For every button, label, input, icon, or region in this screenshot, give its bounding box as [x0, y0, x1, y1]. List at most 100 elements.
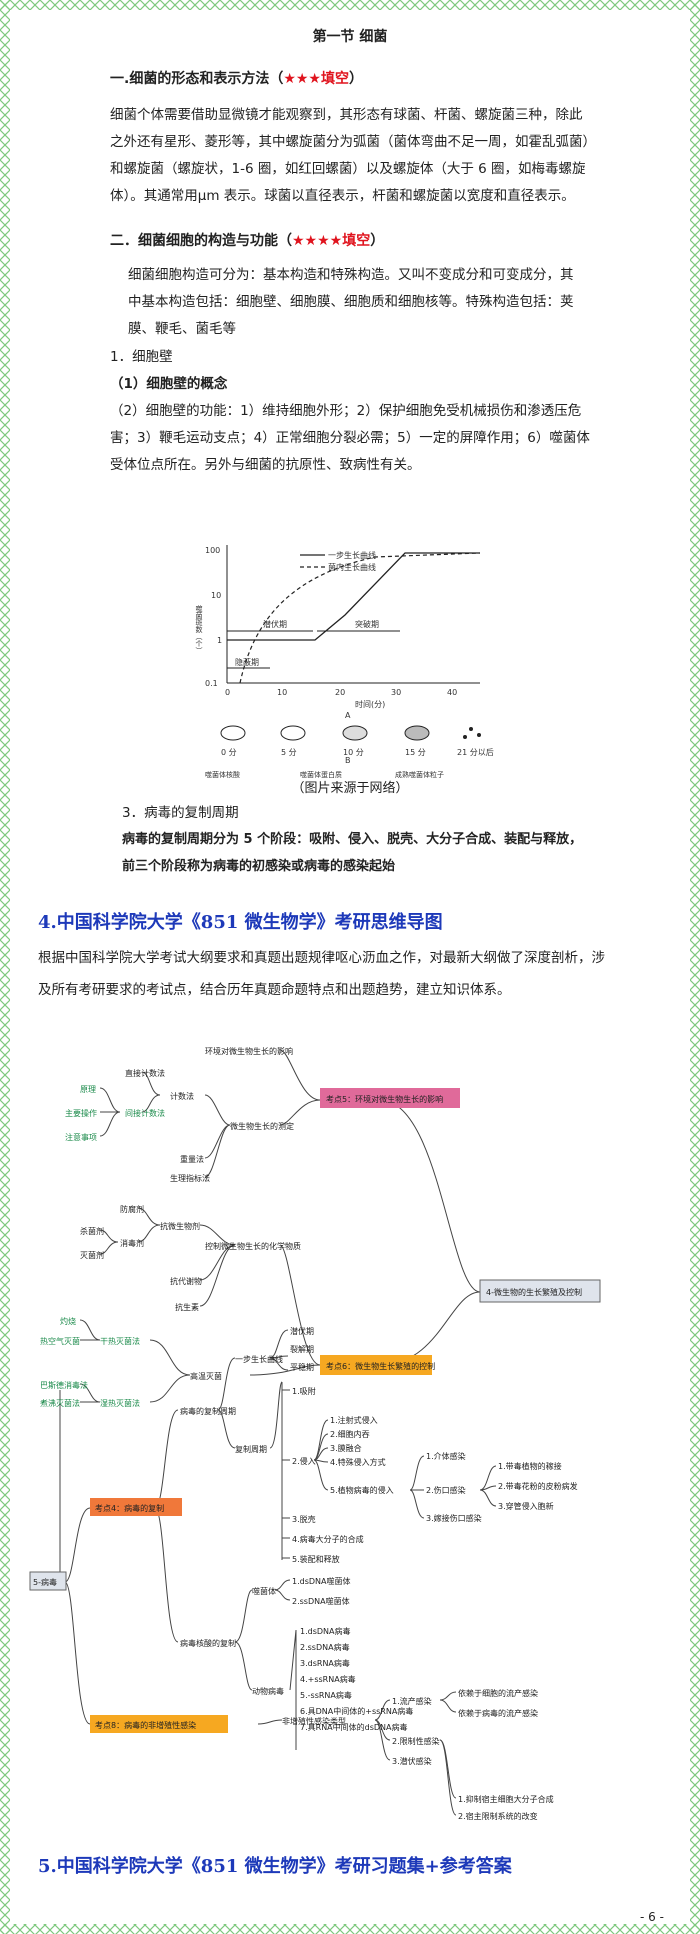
- phage-dot-icon: [463, 735, 467, 739]
- mm-connector: [137, 1207, 161, 1226]
- replication-line-1: 病毒的复制周期分为 5 个阶段：吸附、侵入、脱壳、大分子合成、装配与释放，: [122, 832, 583, 847]
- mm-connector: [269, 1329, 289, 1359]
- heading-text: 二．细菌细胞的构造与功能（: [110, 233, 292, 249]
- mm-node: 潜伏期: [290, 1326, 314, 1336]
- mm-connector: [141, 1071, 161, 1096]
- mm-connector: [479, 1485, 497, 1491]
- x-tick: 0: [225, 688, 230, 697]
- mm-connector: [313, 1419, 329, 1461]
- heading-close: ）: [370, 233, 385, 249]
- heading-exercises: 5.中国科学院大学《851 微生物学》考研习题集+参考答案: [38, 1856, 512, 1877]
- mm-connector: [374, 1719, 391, 1761]
- mm-node: 2.细胞内吞: [330, 1429, 370, 1439]
- paragraph-line: 根据中国科学院大学考试大纲要求和真题出题规律呕心沥血之作，对最新大纲做了深度剖析…: [38, 950, 605, 966]
- mm-kp6-box: [320, 1355, 432, 1375]
- mm-node: 2.ssDNA病毒: [300, 1642, 350, 1652]
- page-number: - 6 -: [640, 1910, 664, 1924]
- mm-kp5-box: [320, 1088, 460, 1108]
- mm-connector: [439, 1699, 457, 1713]
- intro-paragraph: 根据中国科学院大学考试大纲要求和真题出题规律呕心沥血之作，对最新大纲做了深度剖析…: [38, 942, 668, 1006]
- one-step-growth-figure: 一步生长曲线 菌内生长曲线 100 10 1 0.1 噬菌斑数（个） 0 10 …: [195, 545, 494, 779]
- mm-node: 依赖于病毒的流产感染: [458, 1708, 538, 1718]
- mm-node: 平稳期: [290, 1362, 314, 1372]
- mm-node: 1.注射式侵入: [330, 1415, 378, 1425]
- mm-connector: [439, 1739, 457, 1816]
- cell-wall-function: （2）细胞壁的功能：1）维持细胞外形；2）保护细胞免受机械损伤和渗透压危 害；3…: [110, 398, 610, 479]
- mm-root-top: 4-微生物的生长繁殖及控制: [486, 1287, 582, 1297]
- mm-connector: [99, 1111, 121, 1137]
- mm-node: 原理: [80, 1085, 96, 1094]
- mm-connector: [199, 1244, 236, 1307]
- y-tick: 10: [211, 591, 221, 600]
- section-title: 第一节 细菌: [312, 29, 388, 45]
- mm-node: 消毒剂: [120, 1238, 144, 1248]
- mm-node: 4.病毒大分子的合成: [292, 1534, 364, 1544]
- mm-connector: [257, 1719, 283, 1725]
- mm-node: 环境对微生物生长的影响: [205, 1046, 293, 1056]
- mm-node: 直接计数法: [125, 1068, 165, 1078]
- mm-node: 裂解期: [290, 1344, 314, 1354]
- bottom-legend: 噬菌体蛋白质: [300, 770, 342, 779]
- mm-connector: [79, 1383, 101, 1403]
- mind-map: 4-微生物的生长繁殖及控制 考点5：环境对微生物生长的影响 考点6：微生物生长繁…: [29, 1046, 601, 1821]
- mm-connector: [99, 1087, 121, 1113]
- mm-node: 5.植物病毒的侵入: [330, 1485, 394, 1495]
- mm-kp5: 考点5：环境对微生物生长的影响: [326, 1094, 443, 1104]
- star-rating: ★★★: [283, 71, 321, 87]
- mm-connector: [409, 1489, 425, 1519]
- panel-a-label: A: [345, 711, 351, 720]
- mm-root-box: [479, 1279, 601, 1303]
- mm-node: 巴斯德消毒法: [40, 1380, 88, 1390]
- mm-node: 注意事项: [65, 1132, 97, 1142]
- mm-node: 热空气灭菌: [40, 1336, 80, 1346]
- mm-node: 灼烧: [60, 1316, 76, 1326]
- tag-fill-blank: 填空: [320, 71, 349, 87]
- cell-stage-label: 0 分: [221, 748, 237, 757]
- mm-node: 4.+ssRNA病毒: [300, 1674, 356, 1684]
- mm-kp4: 考点4：病毒的复制: [95, 1503, 164, 1513]
- mm-node: 非增殖性感染类型: [282, 1716, 346, 1726]
- mm-connector: [204, 1124, 231, 1178]
- mm-connector: [269, 1357, 289, 1371]
- cell-stage-label: 5 分: [281, 748, 297, 757]
- cell-stage-icon: [342, 725, 368, 741]
- mm-connector: [269, 1381, 283, 1449]
- subheading-concept: （1）细胞壁的概念: [110, 376, 228, 392]
- paragraph-line: 体）。其通常用μm 表示。球菌以直径表示，杆菌和螺旋菌以宽度和直径表示。: [110, 188, 575, 204]
- latent-label: 潜伏期: [263, 619, 287, 629]
- mm-connector: [154, 1409, 179, 1509]
- mm-connector: [64, 1507, 91, 1583]
- mm-connector: [313, 1459, 329, 1491]
- mm-kp8-box: [90, 1715, 228, 1733]
- paragraph-line: 之外还有星形、菱形等，其中螺旋菌分为弧菌（菌体弯曲不足一周，如霍乱弧菌）: [110, 134, 596, 150]
- mm-connector: [379, 1291, 481, 1366]
- mm-connector: [199, 1224, 236, 1246]
- mm-node: 计数法: [170, 1091, 194, 1101]
- mm-node: 1.抑制宿主细胞大分子合成: [458, 1794, 554, 1804]
- mm-node: 间接计数法: [125, 1108, 165, 1118]
- mm-node: 2.ssDNA噬菌体: [292, 1596, 350, 1606]
- x-tick: 40: [447, 688, 457, 697]
- mm-node: 4.特殊侵入方式: [330, 1457, 386, 1467]
- mm-node: 3.脱壳: [292, 1514, 316, 1524]
- mm-connector: [137, 1224, 161, 1243]
- cell-stage-icon: [220, 725, 246, 741]
- subheading-cell-wall: 1．细胞壁: [110, 349, 173, 365]
- x-tick: 10: [277, 688, 287, 697]
- x-tick: 30: [391, 688, 401, 697]
- mm-connector: [379, 1099, 481, 1293]
- mm-node: 2.伤口感染: [426, 1485, 466, 1495]
- cell-stage-label: 15 分: [405, 748, 426, 757]
- mm-connector: [234, 1641, 253, 1691]
- mm-node: 6.具DNA中间体的+ssRNA病毒: [300, 1706, 413, 1716]
- mm-node: 1.介体感染: [426, 1451, 466, 1461]
- legend-intra: 菌内生长曲线: [328, 562, 376, 572]
- mm-connector: [409, 1455, 425, 1491]
- mm-connector: [374, 1699, 391, 1721]
- mm-node: 2.带毒花粉的皮粉病发: [498, 1481, 578, 1491]
- mm-connector: [279, 1244, 321, 1366]
- mm-node: 病毒的复制周期: [180, 1406, 236, 1416]
- mm-connector: [274, 1579, 291, 1591]
- paragraph-line: 细菌细胞构造可分为：基本构造和特殊构造。又叫不变成分和可变成分，其: [128, 267, 574, 283]
- mm-connector: [439, 1691, 457, 1701]
